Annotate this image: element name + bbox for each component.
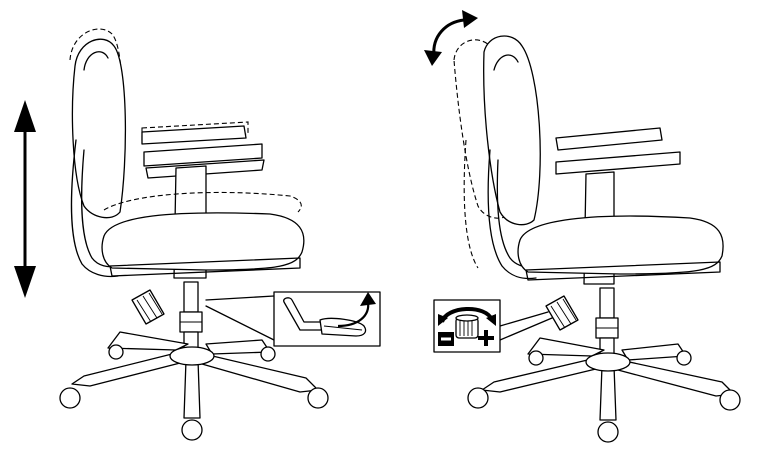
backrest-right xyxy=(453,35,541,280)
gas-lift-right xyxy=(595,287,619,355)
seat-left xyxy=(101,191,305,277)
panel-height-adjustment xyxy=(14,28,381,441)
chair-base-right xyxy=(481,337,735,421)
curved-double-arrow-icon xyxy=(424,10,478,66)
vertical-double-arrow-icon xyxy=(14,100,36,298)
gas-lift-left xyxy=(179,281,203,349)
panel-backrest-tension xyxy=(424,10,741,443)
backrest-left xyxy=(69,28,127,278)
casters-left xyxy=(59,344,329,441)
casters-right xyxy=(467,350,741,443)
leader-line-left xyxy=(205,295,275,301)
curved-up-arrow-icon xyxy=(337,292,376,328)
leader-line-right xyxy=(499,311,549,327)
chair-base-left xyxy=(71,331,319,419)
lever-inset xyxy=(273,291,381,347)
tension-knob-icon xyxy=(438,306,496,339)
plus-icon xyxy=(478,330,494,346)
tension-knob-left xyxy=(131,289,165,325)
seat-right xyxy=(517,215,724,281)
minus-icon xyxy=(438,332,454,346)
tension-knob-right xyxy=(545,295,579,331)
knob-inset xyxy=(433,299,501,353)
